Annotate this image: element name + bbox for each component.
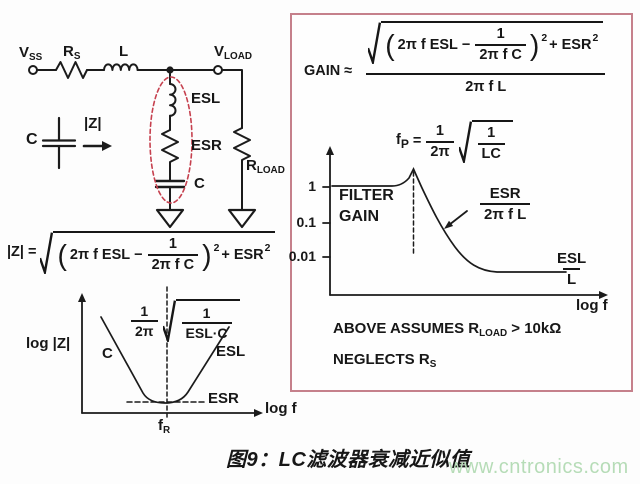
esl-label: ESL: [191, 90, 221, 107]
y-axis-arrow: [326, 146, 334, 155]
filter-gain-label-line1: FILTER: [339, 187, 394, 204]
impedance-graph-axes: [78, 286, 263, 420]
left-graph-xlabel: log f: [265, 400, 297, 417]
gain-curve: [331, 166, 567, 273]
esr-label: ESR: [191, 137, 222, 154]
radical-tick: [459, 120, 472, 163]
gain-panel-border: [290, 13, 633, 392]
radical-tick: [163, 299, 176, 342]
impedance-curve: [100, 316, 230, 404]
fr-label: fR: [158, 417, 171, 436]
ground-symbol-right: [227, 208, 257, 229]
rload-label: RLOAD: [246, 157, 285, 176]
watermark: www.cntronics.com: [449, 456, 629, 478]
esr-resistor: [161, 129, 179, 182]
vload-label: VLOAD: [214, 43, 252, 62]
wire: [221, 69, 243, 129]
ground-symbol-left: [155, 208, 185, 229]
junction-dot: [166, 66, 174, 74]
vss-label: VSS: [19, 44, 43, 63]
l-inductor: [103, 63, 139, 71]
tick-0-1: 0.1: [296, 214, 316, 230]
rs-resistor: [55, 61, 88, 79]
radical-tick: [40, 231, 53, 274]
side-capacitor-symbol: [41, 116, 77, 170]
esr-pointer-head: [444, 220, 454, 229]
vload-terminal: [213, 65, 223, 75]
curve-c-label: C: [102, 345, 113, 362]
side-cap-label: C: [26, 131, 38, 148]
note-rload: ABOVE ASSUMES RLOAD > 10kΩ: [333, 320, 562, 339]
curve-esl-label: ESL: [216, 343, 246, 360]
vss-terminal: [28, 65, 38, 75]
left-graph-ylabel: log |Z|: [26, 335, 71, 352]
radical-tick: [368, 21, 381, 64]
x-axis-arrow: [599, 291, 608, 299]
filter-gain-label-line2: GAIN: [339, 208, 379, 225]
esl-inductor: [169, 83, 177, 117]
y-ticks: [322, 186, 331, 258]
gain-graph-axes: [322, 146, 608, 299]
z-arrow-head: [102, 141, 112, 151]
parasitic-branch-oval: [149, 76, 193, 204]
x-axis-arrow: [254, 409, 263, 417]
rs-label: RS: [63, 43, 81, 62]
note-rs: NEGLECTS RS: [333, 351, 437, 370]
right-graph-xlabel: log f: [576, 297, 608, 314]
z-magnitude-label: |Z|: [84, 115, 102, 132]
circuit-schematic: [28, 61, 257, 229]
tick-1: 1: [308, 178, 316, 194]
figure-caption: 图9：LC滤波器衰减近似值: [226, 449, 471, 471]
rload-resistor: [233, 127, 251, 211]
tick-0-01: 0.01: [288, 248, 316, 264]
y-axis-arrow: [78, 293, 86, 302]
esr-pointer-shaft: [448, 210, 468, 226]
l-label: L: [119, 43, 129, 60]
cap-label: C: [194, 175, 205, 192]
curve-esr-label: ESR: [208, 390, 239, 407]
